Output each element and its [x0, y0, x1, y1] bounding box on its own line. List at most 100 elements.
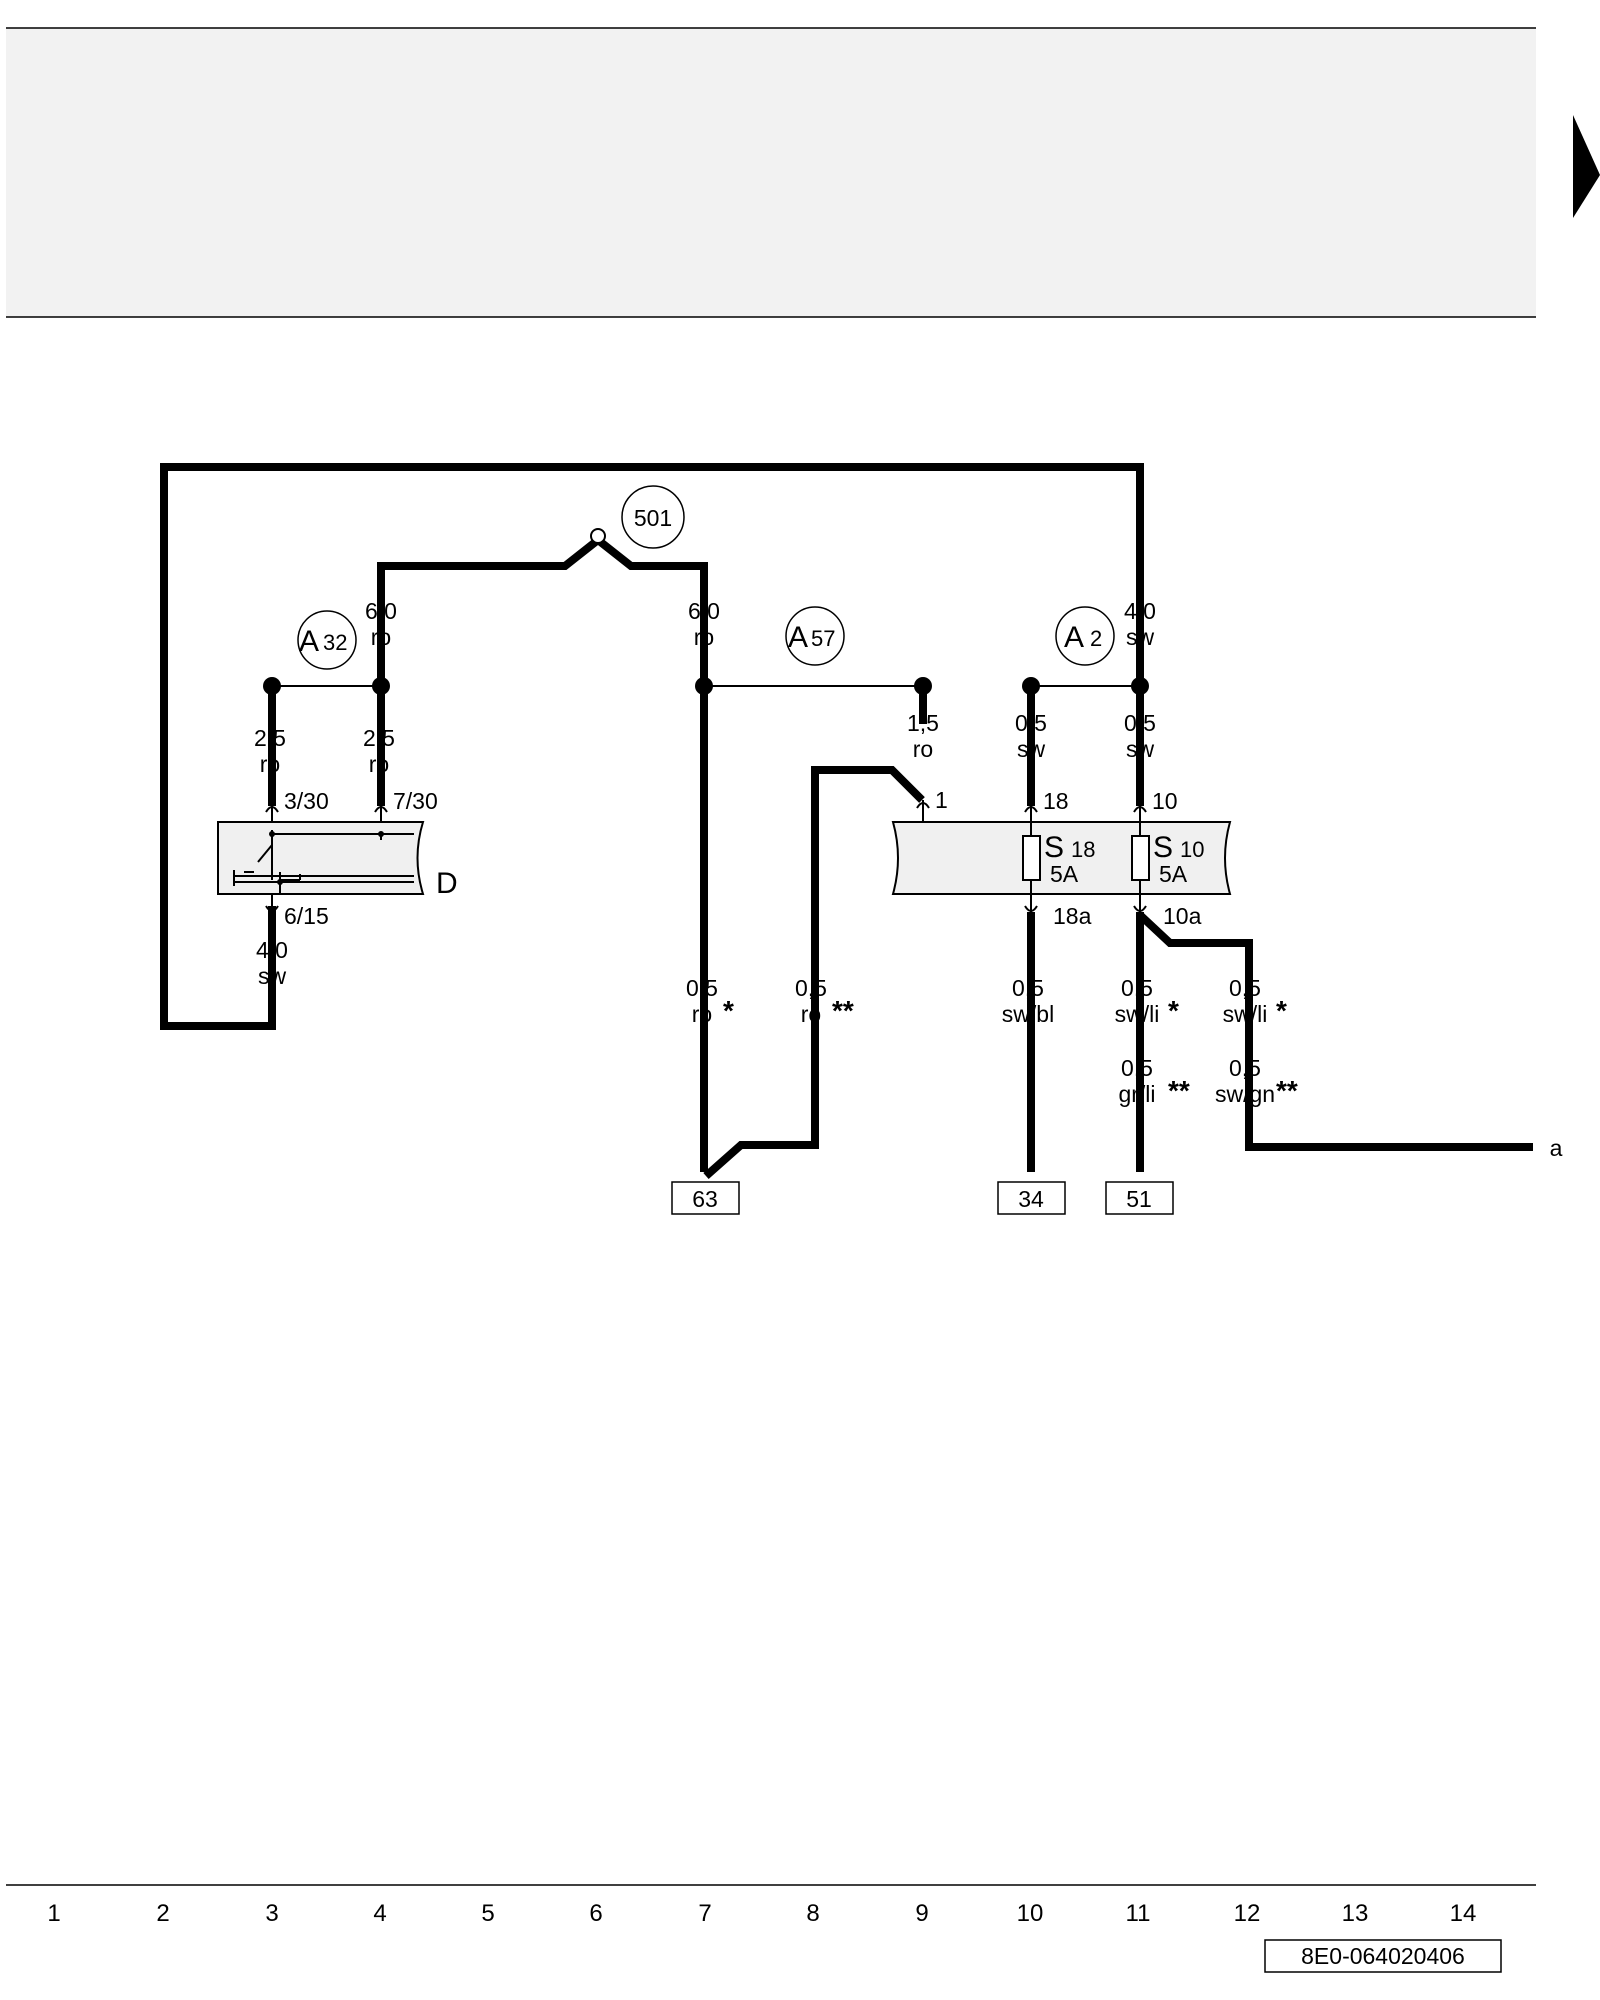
diagram-id: 8E0-064020406: [1301, 1943, 1465, 1969]
wire-label-size: 0,5: [686, 975, 718, 1001]
column-number: 8: [806, 1900, 819, 1927]
column-number: 7: [698, 1900, 711, 1927]
connector-a2-number: 2: [1090, 626, 1102, 651]
column-number: 4: [373, 1900, 386, 1927]
fuse-box: 1 S 18 5A 18 18a S 10 5A 10 10a: [891, 787, 1232, 929]
connector-a57-circle: [785, 606, 845, 666]
wire-label-color: ro: [913, 736, 933, 762]
fuse-s10-number: 10: [1180, 837, 1204, 862]
target-51-label: 51: [1126, 1186, 1152, 1212]
wire-label-size: 4,0: [1124, 598, 1156, 624]
junction-dot: [914, 677, 932, 695]
connector-a32-number: 32: [323, 630, 347, 655]
diagram-id-box: [1264, 1939, 1502, 1973]
wire-option-mark: *: [1168, 995, 1179, 1026]
wire-label-size: 0,5: [1229, 975, 1261, 1001]
junctions: [263, 528, 1149, 695]
column-number: 10: [1017, 1900, 1044, 1927]
wire-label-color: ro: [371, 624, 391, 650]
wire-loop-sw-4-0: [160, 463, 1144, 1030]
wire-0-5-ro-double-star: [703, 766, 925, 1179]
wire-label-color: sw/li: [1223, 1001, 1268, 1027]
switch-lever: [257, 844, 273, 863]
wires: [160, 463, 1533, 1179]
switch-pin-6-15: 6/15: [284, 903, 329, 929]
wire-label-color: sw/li: [1115, 1001, 1160, 1027]
pin-cap: [1133, 806, 1147, 813]
next-page-arrow-icon[interactable]: [1573, 115, 1600, 218]
fuse-s18-out-pin: 18a: [1053, 903, 1092, 929]
wire-label-color: sw: [1126, 624, 1155, 650]
connector-a2-circle: [1055, 606, 1115, 666]
connector-a32-letter: A: [299, 625, 319, 658]
wire-label-size: 0,5: [1012, 975, 1044, 1001]
wire-label-size: 1,5: [907, 710, 939, 736]
switch-contact: [277, 879, 283, 885]
fuse-s18-symbol: [1022, 835, 1041, 881]
switch-pin-3-30: 3/30: [284, 788, 329, 814]
target-box-51[interactable]: [1105, 1181, 1174, 1215]
wire-option-mark: *: [723, 995, 734, 1026]
column-number: 6: [589, 1900, 602, 1927]
continuation-label: a: [1550, 1135, 1563, 1161]
switch-pin-7-30: 7/30: [393, 788, 438, 814]
connector-501-circle: [621, 485, 685, 549]
column-number: 13: [1342, 1900, 1369, 1927]
wire-labels: 6,0 ro 6,0 ro 4,0 sw 2,5 ro 2,5 ro 1,5 r…: [254, 598, 1298, 1107]
pin-cap: [265, 905, 279, 912]
connector-a57-number: 57: [811, 626, 835, 651]
wire-option-mark: *: [1276, 995, 1287, 1026]
wire-label-color: ro: [369, 751, 389, 777]
column-numbers: 1 2 3 4 5 6 7 8 9 10 11 12 13 14: [47, 1900, 1476, 1927]
wire-label-color: ro: [260, 751, 280, 777]
wire-label-color: ro: [801, 1001, 821, 1027]
wire-label-color: ro: [692, 1001, 712, 1027]
pin-cap: [265, 806, 279, 813]
column-number: 3: [265, 1900, 278, 1927]
junction-dot: [372, 677, 390, 695]
wire-label-color: sw: [1017, 736, 1046, 762]
wire-label-size: 6,0: [365, 598, 397, 624]
point-501-node: [590, 528, 606, 544]
fuse-s18-number: 18: [1071, 837, 1095, 862]
connector-markers: A 32 A 57 A 2 501: [297, 485, 1115, 670]
column-number: 2: [156, 1900, 169, 1927]
ignition-switch: D 3/30 7/30 6/15: [217, 788, 458, 929]
wire-label-size: 0,5: [1015, 710, 1047, 736]
component-label-d: D: [436, 867, 458, 900]
wire-label-color: sw: [1126, 736, 1155, 762]
column-number: 11: [1126, 1900, 1151, 1927]
fuse-s10-out-pin: 10a: [1163, 903, 1202, 929]
fuse-s10-in-pin: 10: [1152, 788, 1178, 814]
wire-label-size: 0,5: [1121, 975, 1153, 1001]
fuse-s18-in-pin: 18: [1043, 788, 1069, 814]
wire-label-color: gr/li: [1118, 1081, 1155, 1107]
fuse-box-pin-1: 1: [935, 787, 948, 813]
wire-0-5-sw-li-sw-gn: [1137, 912, 1533, 1151]
pin-cap: [1024, 806, 1038, 813]
wire-label-color: sw/gn: [1215, 1081, 1275, 1107]
target-box-34[interactable]: [997, 1181, 1066, 1215]
wire-option-mark: **: [832, 995, 854, 1026]
fuse-s10-letter: S: [1153, 831, 1173, 864]
switch-contact: [378, 831, 384, 837]
switch-body: [217, 821, 425, 895]
wire-label-size: 6,0: [688, 598, 720, 624]
pin-cap: [916, 802, 930, 809]
connector-a57-letter: A: [788, 621, 808, 654]
target-box-63[interactable]: [671, 1181, 740, 1215]
column-number: 5: [481, 1900, 494, 1927]
wire-label-size: 0,5: [1124, 710, 1156, 736]
column-number: 14: [1450, 1900, 1477, 1927]
wire-label-size: 0,5: [795, 975, 827, 1001]
header-band: [6, 28, 1536, 317]
wire-label-size: 2,5: [363, 725, 395, 751]
wire-label-size: 2,5: [254, 725, 286, 751]
target-34-label: 34: [1018, 1186, 1044, 1212]
wire-label-size: 0,5: [1229, 1055, 1261, 1081]
connector-a32-circle: [297, 610, 357, 670]
junction-dot: [1022, 677, 1040, 695]
junction-dot: [1131, 677, 1149, 695]
wire-label-color: sw/bl: [1002, 1001, 1054, 1027]
